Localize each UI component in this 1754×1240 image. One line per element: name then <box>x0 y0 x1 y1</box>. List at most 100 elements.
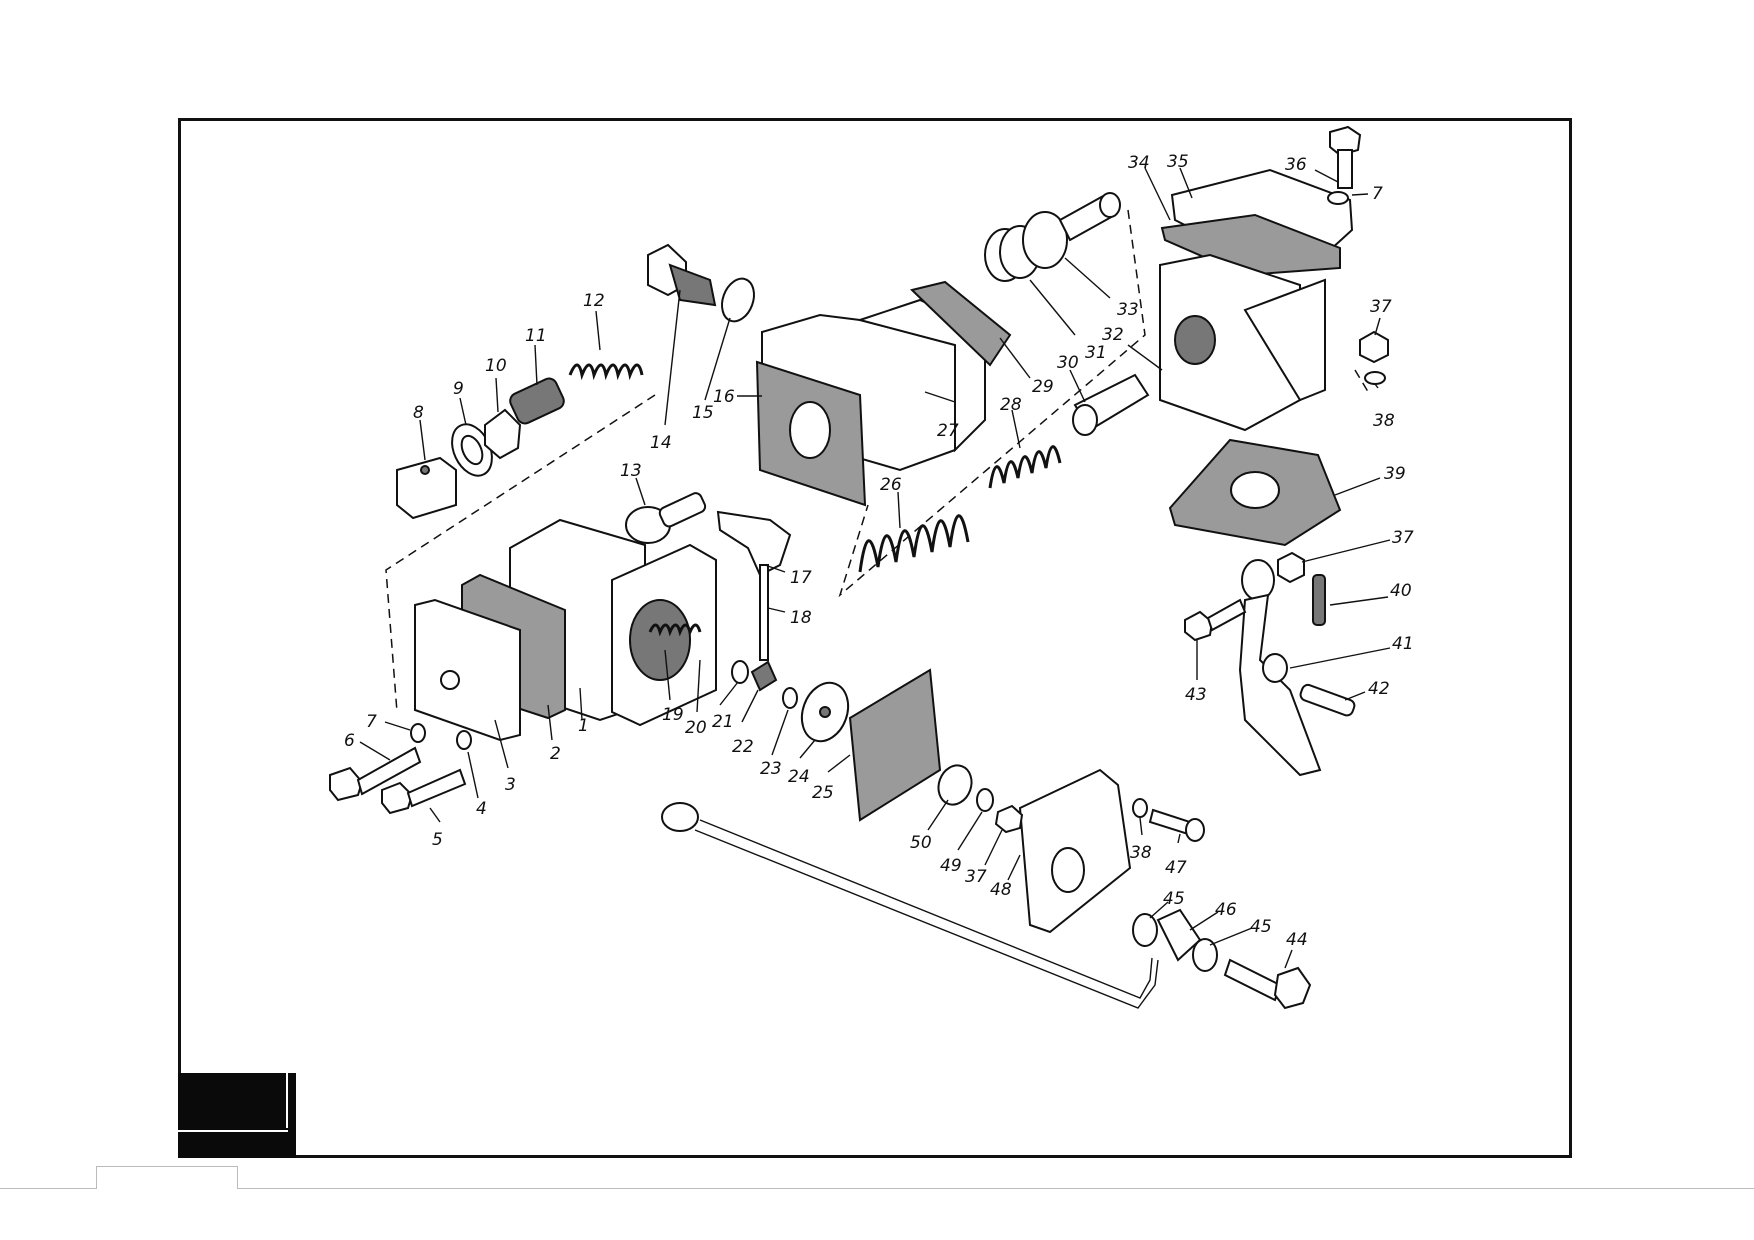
label-45-bottom: 45 <box>1250 917 1272 937</box>
bolt-part-36 <box>1329 125 1362 189</box>
label-5: 5 <box>432 830 443 850</box>
label-30: 30 <box>1057 353 1079 373</box>
label-31: 31 <box>1085 343 1107 363</box>
label-20: 20 <box>685 718 707 738</box>
stud-part-40 <box>1312 574 1326 626</box>
label-21: 21 <box>712 712 734 732</box>
rod-part-18 <box>759 564 769 661</box>
label-25: 25 <box>812 783 834 803</box>
washer-part-7-right <box>1327 191 1349 205</box>
label-4: 4 <box>476 799 487 819</box>
label-47: 47 <box>1165 858 1187 878</box>
label-29: 29 <box>1032 377 1054 397</box>
gasket-part-29 <box>909 280 1012 367</box>
housing-part-1 <box>509 518 717 727</box>
nut-part-37-bottom <box>994 804 1024 834</box>
spring-part-19 <box>648 623 702 637</box>
label-16: 16 <box>713 387 735 407</box>
pin-part-42 <box>1299 683 1356 717</box>
page-bottom-rule <box>0 1188 1754 1189</box>
bolt-part-44 <box>1223 958 1312 1010</box>
label-42: 42 <box>1368 679 1390 699</box>
assembly-guide-bolt <box>1354 369 1371 396</box>
label-27: 27 <box>937 421 959 441</box>
label-7-left: 7 <box>366 712 377 732</box>
label-41: 41 <box>1392 634 1414 654</box>
label-33: 33 <box>1117 300 1139 320</box>
bolt-part-43 <box>1184 598 1247 642</box>
washer-part-38-bottom <box>1132 798 1148 818</box>
plug-part-14 <box>647 243 717 307</box>
washer-part-21 <box>731 660 749 684</box>
label-37-mid: 37 <box>1392 528 1414 548</box>
label-37-top: 37 <box>1370 297 1392 317</box>
label-26: 26 <box>880 475 902 495</box>
nut-part-37-mid <box>1277 551 1305 584</box>
black-corner-block <box>178 1073 296 1158</box>
label-2: 2 <box>550 744 561 764</box>
label-18: 18 <box>790 608 812 628</box>
assembly-guide-right <box>838 209 1146 598</box>
gasket-part-34 <box>1160 213 1341 277</box>
lever-part-17 <box>716 510 792 577</box>
banjo-fitting-part-45 <box>1132 908 1218 972</box>
spring-part-26 <box>858 514 970 573</box>
label-37-bottom: 37 <box>965 867 987 887</box>
label-36: 36 <box>1285 155 1307 175</box>
label-14: 14 <box>650 433 672 453</box>
plate-part-3 <box>414 598 521 742</box>
bolt-part-6 <box>329 746 422 802</box>
label-43: 43 <box>1185 685 1207 705</box>
lever-arm-part-41 <box>1238 559 1322 777</box>
label-11: 11 <box>525 326 547 346</box>
stud-part-11 <box>509 377 565 425</box>
spring-part-12 <box>568 363 644 381</box>
ring-part-15 <box>721 277 755 323</box>
label-39: 39 <box>1384 464 1406 484</box>
pipe-part-46 <box>661 802 1159 1009</box>
washer-part-50 <box>937 764 973 806</box>
label-15: 15 <box>692 403 714 423</box>
spring-part-28 <box>988 445 1062 489</box>
label-28: 28 <box>1000 395 1022 415</box>
cap-part-8 <box>396 456 457 520</box>
diagram-frame <box>178 118 1572 1158</box>
label-34: 34 <box>1128 153 1150 173</box>
nut-part-22 <box>750 660 778 692</box>
valve-stem-part-33 <box>1022 192 1121 269</box>
label-7-right: 7 <box>1372 184 1383 204</box>
washer-part-7-left <box>410 723 426 743</box>
nut-part-37-top <box>1359 330 1389 364</box>
label-50: 50 <box>910 833 932 853</box>
label-49: 49 <box>940 856 962 876</box>
nut-part-10 <box>484 408 522 460</box>
label-6: 6 <box>344 731 355 751</box>
label-40: 40 <box>1390 581 1412 601</box>
page-tab[interactable] <box>96 1166 238 1189</box>
label-35: 35 <box>1167 152 1189 172</box>
label-10: 10 <box>485 356 507 376</box>
washer-part-4 <box>456 730 472 750</box>
label-45-top: 45 <box>1163 889 1185 909</box>
screw-part-47 <box>1148 808 1205 842</box>
label-38-top: 38 <box>1373 411 1395 431</box>
valve-part-13 <box>625 492 707 544</box>
label-13: 13 <box>620 461 642 481</box>
label-12: 12 <box>583 291 605 311</box>
label-3: 3 <box>505 775 516 795</box>
label-1: 1 <box>578 716 589 736</box>
body-part-32 <box>1159 253 1326 432</box>
cover-part-48 <box>1018 768 1132 934</box>
callout-labels: 1 2 3 4 5 6 7 7 8 9 10 11 12 13 14 15 16… <box>344 152 1414 969</box>
label-9: 9 <box>453 379 464 399</box>
washer-part-49 <box>976 788 994 812</box>
bolt-part-5 <box>381 768 467 815</box>
label-24: 24 <box>788 767 810 787</box>
label-8: 8 <box>413 403 424 423</box>
label-17: 17 <box>790 568 812 588</box>
label-23: 23 <box>760 759 782 779</box>
label-38-bottom: 38 <box>1130 843 1152 863</box>
label-44: 44 <box>1286 930 1308 950</box>
label-46: 46 <box>1215 900 1237 920</box>
